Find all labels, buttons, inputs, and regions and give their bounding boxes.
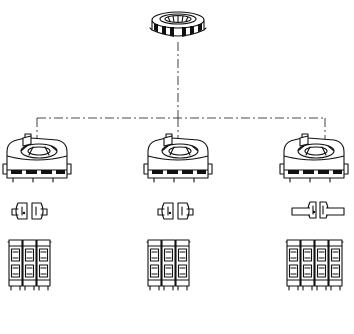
terminal-block-stack-icon <box>7 239 52 291</box>
lock-ring-nut-icon <box>149 11 207 37</box>
carrier-bracket-icon <box>2 133 72 183</box>
carrier-bracket-icon <box>279 133 349 183</box>
split-clip-long-icon <box>291 201 345 219</box>
split-clip-icon <box>157 202 194 220</box>
assembly-centerlines <box>36 42 326 140</box>
assembly-branch-1 <box>2 133 72 291</box>
assembly-branch-2 <box>143 133 213 291</box>
carrier-bracket-icon <box>143 133 213 183</box>
split-clip-icon <box>11 202 48 220</box>
assembly-branch-3 <box>279 133 349 291</box>
terminal-block-stack-icon <box>146 239 191 291</box>
terminal-block-stack-icon <box>285 239 344 291</box>
